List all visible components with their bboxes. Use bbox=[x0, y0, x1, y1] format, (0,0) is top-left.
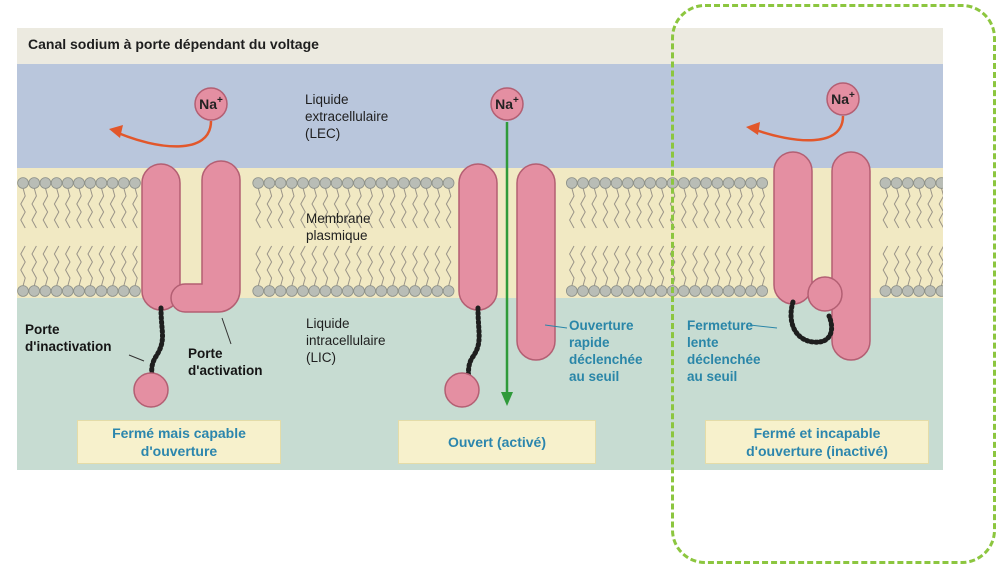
subunit-right-activation bbox=[170, 160, 241, 313]
inactivation-ball bbox=[444, 372, 480, 408]
ecf-region bbox=[17, 64, 943, 168]
subunit-right bbox=[831, 151, 871, 361]
arrowhead bbox=[746, 122, 760, 135]
na-ion bbox=[826, 82, 860, 116]
arrowhead bbox=[109, 125, 123, 138]
subunit-left bbox=[773, 151, 813, 305]
subunit-right bbox=[516, 163, 556, 361]
channel-closed: Na+ bbox=[109, 87, 241, 408]
red-arrow-left bbox=[115, 120, 213, 148]
na-ion bbox=[490, 87, 524, 121]
red-arrow-left bbox=[752, 115, 845, 142]
lipid-bilayer bbox=[17, 177, 943, 297]
leader-slow-closing bbox=[749, 324, 778, 329]
figure-title: Canal sodium à porte dépendant du voltag… bbox=[28, 36, 319, 52]
channel-diagram: Na+ Na+ Na+ bbox=[17, 64, 943, 470]
inactivation-ball bbox=[807, 276, 843, 312]
subunit-left bbox=[458, 163, 498, 311]
na-ion bbox=[194, 87, 228, 121]
inactivation-ball bbox=[133, 372, 169, 408]
arrowhead bbox=[501, 392, 513, 406]
leader-inactivation bbox=[128, 354, 145, 362]
leader-activation bbox=[221, 317, 232, 345]
leader-fast-opening bbox=[544, 324, 568, 329]
state-label-open: Ouvert (activé) bbox=[398, 420, 596, 464]
figure-panel: Na+ Na+ Na+ bbox=[17, 28, 943, 470]
channel-open: Na+ bbox=[444, 87, 568, 408]
channel-inactivated: Na+ bbox=[746, 82, 871, 361]
inactivation-chain bbox=[788, 299, 835, 345]
